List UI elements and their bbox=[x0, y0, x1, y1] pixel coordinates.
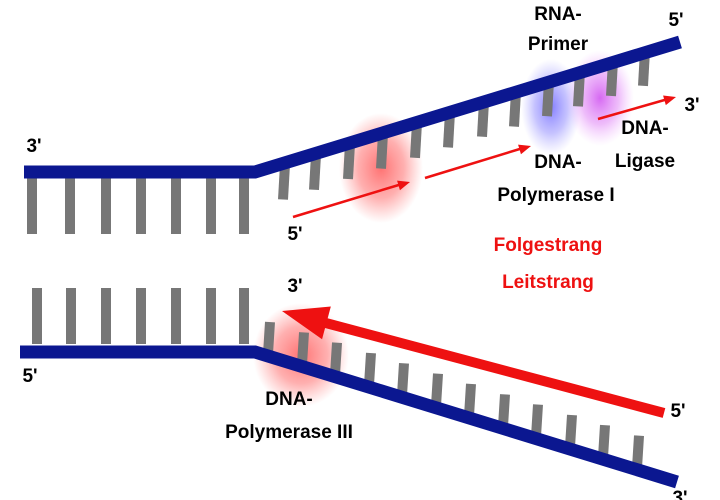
top-left-3prime-label: 3' bbox=[26, 136, 41, 157]
leading-3prime-label: 3' bbox=[287, 276, 302, 297]
base-pair-lower-arm-10 bbox=[598, 424, 610, 458]
base-pair-top-left-0 bbox=[27, 177, 37, 234]
base-pair-upper-arm-1 bbox=[309, 154, 321, 191]
right-3prime-label: 3' bbox=[684, 95, 699, 116]
leading-strand-head bbox=[282, 306, 331, 340]
base-pair-top-left-2 bbox=[101, 177, 111, 234]
polymerase3-label-line1: DNA- bbox=[265, 389, 313, 410]
dna-ligase-label-line2: Ligase bbox=[615, 151, 675, 172]
bottom-left-5prime-label: 5' bbox=[22, 366, 37, 387]
base-pair-bottom-left-4 bbox=[171, 288, 181, 344]
rna-primer-label-line2: Primer bbox=[528, 34, 589, 55]
bottom-right-3prime-label: 3' bbox=[672, 488, 687, 500]
base-pair-bottom-left-6 bbox=[239, 288, 249, 344]
leading-5prime-label: 5' bbox=[670, 401, 685, 422]
okazaki-fragment-3 bbox=[597, 97, 669, 121]
base-pair-lower-arm-4 bbox=[397, 362, 409, 396]
backbones bbox=[20, 35, 682, 489]
rna-primer-label-line1: RNA- bbox=[534, 4, 582, 25]
base-pair-bottom-left-5 bbox=[206, 288, 216, 344]
base-pair-top-left-4 bbox=[171, 177, 181, 234]
okazaki-5prime-label: 5' bbox=[287, 224, 302, 245]
folgestrang-label: Folgestrang bbox=[494, 235, 603, 256]
base-pair-upper-arm-0 bbox=[278, 164, 290, 200]
base-pair-lower-arm-1 bbox=[297, 332, 309, 365]
base-pair-lower-arm-5 bbox=[431, 373, 443, 407]
polymerase1-label-line1: DNA- bbox=[534, 152, 582, 173]
base-pair-lower-arm-11 bbox=[632, 435, 644, 468]
base-pair-top-left-1 bbox=[65, 177, 75, 234]
base-pair-bottom-left-1 bbox=[66, 288, 76, 344]
polymerase1-label-line2: Polymerase I bbox=[497, 185, 614, 206]
okazaki-fragment-2 bbox=[424, 146, 524, 180]
base-pair-top-left-3 bbox=[136, 177, 146, 234]
base-pair-bottom-left-3 bbox=[136, 288, 146, 344]
okazaki-fragment-1 bbox=[292, 182, 403, 219]
base-pair-lower-arm-0 bbox=[263, 321, 275, 355]
base-pair-top-left-5 bbox=[206, 177, 216, 234]
okazaki-fragment-1-head bbox=[397, 180, 410, 191]
base-pair-lower-arm-8 bbox=[531, 404, 543, 437]
base-pair-lower-arm-9 bbox=[565, 414, 577, 448]
base-pair-lower-arm-3 bbox=[364, 352, 376, 386]
new-strands bbox=[282, 95, 676, 418]
leitstrang-label: Leitstrang bbox=[502, 272, 594, 293]
base-pair-bottom-left-0 bbox=[32, 288, 42, 344]
base-pair-lower-arm-7 bbox=[498, 394, 510, 427]
dna-ligase-label-line1: DNA- bbox=[621, 118, 669, 139]
base-pair-lower-arm-6 bbox=[464, 383, 476, 417]
base-pair-top-left-6 bbox=[239, 177, 249, 234]
base-pair-lower-arm-2 bbox=[330, 342, 342, 375]
top-right-5prime-label: 5' bbox=[668, 10, 683, 31]
okazaki-fragment-3-head bbox=[663, 95, 676, 106]
upper-backbone bbox=[24, 35, 682, 179]
leading-strand bbox=[320, 317, 666, 418]
base-pair-bottom-left-2 bbox=[101, 288, 111, 344]
polymerase3-label-line2: Polymerase III bbox=[225, 422, 353, 443]
lower-backbone bbox=[20, 345, 679, 489]
okazaki-fragment-2-head bbox=[518, 144, 531, 155]
